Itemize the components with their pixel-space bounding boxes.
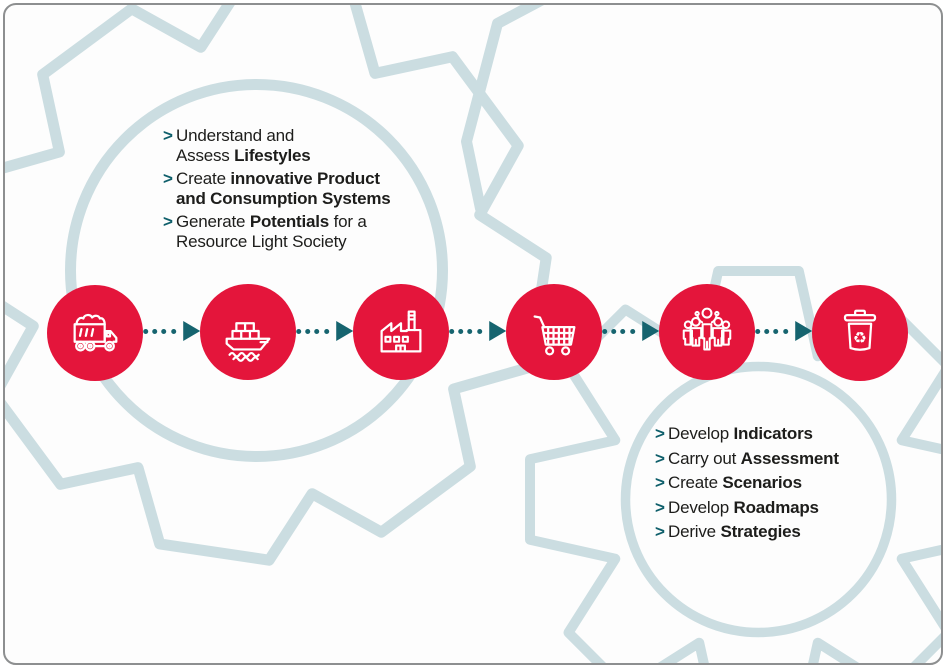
arrow-dot <box>161 328 167 334</box>
bullet-chevron: > <box>655 424 665 443</box>
list-item-line: Generate Potentials for a <box>176 212 367 231</box>
arrow-dot <box>152 328 158 334</box>
bullet-chevron: > <box>163 212 173 231</box>
arrow-dot <box>773 328 779 334</box>
gear-tooth-fragment <box>461 5 545 214</box>
bullet-chevron: > <box>655 497 665 517</box>
arrow-head <box>336 321 354 341</box>
flow-arrow <box>142 320 201 342</box>
arrow-dot <box>782 328 788 334</box>
arrow-head <box>795 321 813 341</box>
gear-outline-large <box>5 5 552 566</box>
list-item: >Create Scenarios <box>655 474 839 492</box>
stage-raw-material <box>47 285 143 381</box>
arrow-dot <box>142 328 148 334</box>
list-item: >Derive Strategies <box>655 523 839 541</box>
arrow-head <box>642 321 660 341</box>
list-item: >Carry out Assessment <box>655 448 839 468</box>
arrow-dot <box>764 328 770 334</box>
list-item: >Develop Indicators <box>655 425 839 443</box>
bullet-chevron: > <box>163 169 173 188</box>
flow-arrow <box>754 320 813 342</box>
bullet-chevron: > <box>655 522 665 541</box>
stage-consumption <box>506 284 602 380</box>
arrow-dot <box>323 328 329 334</box>
recycling-bin-icon: ♻ <box>843 309 877 351</box>
list-item-line: Create Scenarios <box>668 473 802 492</box>
stage-production <box>353 284 449 380</box>
arrow-dot <box>170 328 176 334</box>
bullet-chevron: > <box>163 126 173 145</box>
arrow-dot <box>754 328 760 334</box>
list-item-line: Develop Indicators <box>668 424 813 443</box>
arrow-dot <box>629 328 635 334</box>
recycle-symbol: ♻ <box>853 329 867 347</box>
bullet-chevron: > <box>655 448 665 468</box>
arrow-head <box>489 321 507 341</box>
arrow-dot <box>458 328 464 334</box>
list-item-line: Carry out Assessment <box>668 448 839 468</box>
list-item-line: Develop Roadmaps <box>668 497 819 517</box>
stage-transport <box>200 284 296 380</box>
list-item-line: Create innovative Product <box>176 169 380 188</box>
arrow-dot <box>620 328 626 334</box>
list-item-line: Understand and <box>176 126 295 145</box>
shopping-cart-icon <box>533 315 576 356</box>
list-item-line: Assess Lifestyles <box>176 146 311 165</box>
list-item-line: Resource Light Society <box>176 232 347 251</box>
arrow-dot <box>611 328 617 334</box>
arrow-dot <box>448 328 454 334</box>
arrow-head <box>183 321 201 341</box>
factory-icon <box>380 310 422 353</box>
dump-truck-icon <box>73 313 118 352</box>
arrow-dot <box>314 328 320 334</box>
stage-society <box>659 284 755 380</box>
cargo-ship-icon <box>225 322 271 362</box>
people-group-icon <box>682 307 732 351</box>
arrow-dot <box>305 328 311 334</box>
bullet-chevron: > <box>655 473 665 492</box>
arrow-dot <box>601 328 607 334</box>
flow-arrow <box>295 320 354 342</box>
list-item-line: and Consumption Systems <box>176 189 391 208</box>
arrow-dot <box>467 328 473 334</box>
stage-recycling: ♻ <box>812 285 908 381</box>
list-item: >Develop Roadmaps <box>655 497 839 517</box>
arrow-dot <box>295 328 301 334</box>
lower-capabilities-list: >Develop Indicators>Carry out Assessment… <box>655 425 839 548</box>
flow-arrow <box>448 320 507 342</box>
flow-arrow <box>601 320 660 342</box>
list-item-line: Derive Strategies <box>668 522 801 541</box>
arrow-dot <box>476 328 482 334</box>
